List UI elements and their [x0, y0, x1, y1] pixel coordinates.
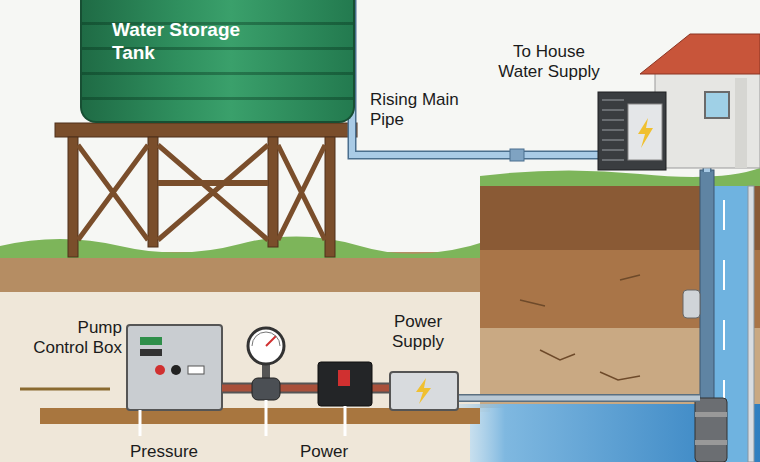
- tank-label: Water Storage Tank: [112, 18, 262, 64]
- switch-label: Power: [300, 442, 380, 462]
- control-box-label: Pump Control Box: [22, 318, 122, 358]
- storage-tank: Water Storage Tank: [80, 0, 355, 123]
- pipe-label: Rising Main Pipe: [370, 90, 460, 130]
- gauge-label: Pressure: [130, 442, 220, 462]
- house-label: To House Water Supply: [490, 42, 608, 82]
- power-supply-label: Power Supply: [378, 312, 458, 352]
